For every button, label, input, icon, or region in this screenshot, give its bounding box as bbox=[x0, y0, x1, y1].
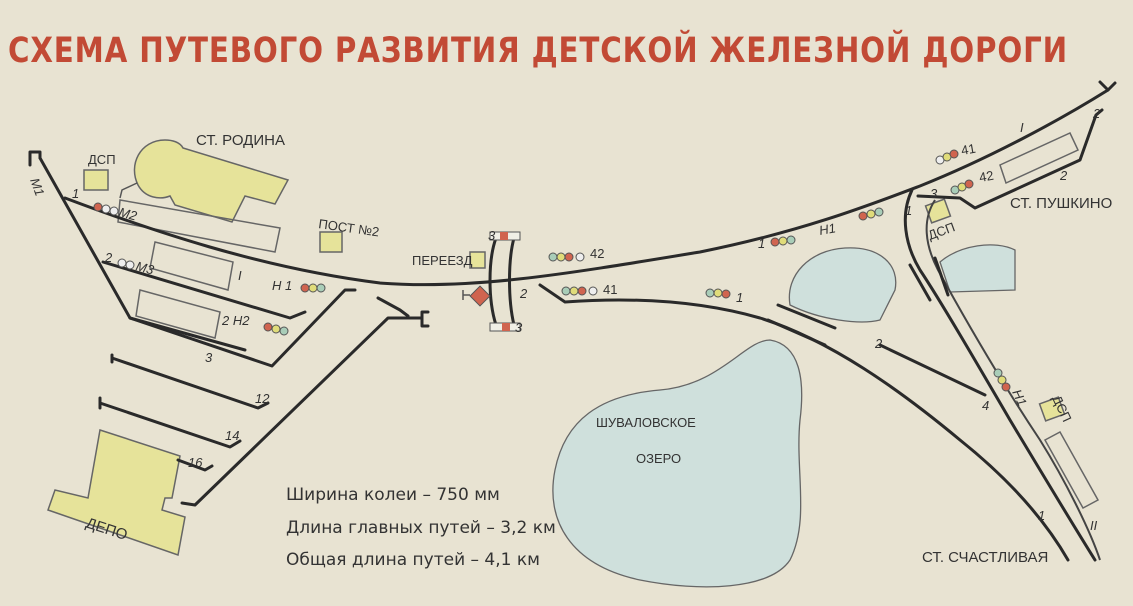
signal-42-label: 42 bbox=[590, 246, 604, 261]
main-track bbox=[63, 88, 1110, 287]
signal-m1-label: M1 bbox=[27, 176, 47, 198]
station-pushkino-label: СТ. ПУШКИНО bbox=[1010, 195, 1112, 212]
signal-41-label: 41 bbox=[603, 282, 617, 297]
signal-1-main-label: 1 bbox=[758, 236, 765, 251]
track-number-2-right: 2 bbox=[874, 336, 883, 351]
shuvalovskoye-lake bbox=[552, 339, 803, 588]
building-connector bbox=[119, 182, 138, 199]
track-number-1-pushkino: 1 bbox=[905, 203, 912, 218]
track-to-schastlivaya-1 bbox=[878, 343, 987, 397]
bumper-pushkino bbox=[1098, 80, 1117, 92]
signal-n1 bbox=[300, 283, 326, 293]
lake-name-line2: ОЗЕРО bbox=[636, 451, 681, 466]
pereezd-barrier-left bbox=[488, 236, 498, 327]
crossing-light-bottom bbox=[502, 323, 510, 331]
dsp-building-schastlivaya bbox=[1038, 396, 1066, 422]
signal-m2 bbox=[93, 202, 119, 216]
track-number-1: 1 bbox=[72, 186, 79, 201]
track-number-2: 2 bbox=[104, 250, 113, 265]
platform-schastlivaya bbox=[1043, 430, 1100, 510]
pushkino-track-2 bbox=[916, 108, 1104, 210]
depot-building bbox=[47, 429, 186, 556]
signal-41-pushkino-label: 41 bbox=[960, 141, 977, 158]
post2-building bbox=[319, 231, 343, 253]
signal-n1-label: H 1 bbox=[272, 278, 292, 293]
warning-sign-post bbox=[462, 290, 470, 300]
signal-n1-pushkino bbox=[858, 207, 884, 221]
branch-second-line bbox=[925, 199, 1101, 561]
track-3-rodina bbox=[128, 288, 357, 368]
signal-1-track2 bbox=[705, 288, 731, 299]
track-number-12: 12 bbox=[255, 391, 270, 406]
track-number-2-crossing: 2 bbox=[519, 286, 528, 301]
bumper-rodina-north bbox=[28, 150, 42, 167]
track-number-4: 4 bbox=[982, 398, 989, 413]
legend-gauge: Ширина колеи – 750 мм bbox=[286, 485, 500, 505]
crossing-number-bottom: 3 bbox=[515, 320, 523, 335]
rodina-station-building bbox=[133, 139, 290, 223]
small-lake-1 bbox=[788, 247, 897, 323]
track-number-2-pushkino: 2 bbox=[1059, 168, 1068, 183]
platform-2 bbox=[149, 241, 234, 291]
track-number-14: 14 bbox=[225, 428, 239, 443]
bridge-left bbox=[766, 303, 837, 347]
siding-near-pereezd bbox=[376, 296, 410, 318]
crossing-light-top bbox=[500, 232, 508, 240]
signal-m3-label: M3 bbox=[134, 258, 156, 277]
lake-name-line1: ШУВАЛОВСКОЕ bbox=[596, 415, 696, 430]
diagram-title: СХЕМА ПУТЕВОГО РАЗВИТИЯ ДЕТСКОЙ ЖЕЛЕЗНОЙ… bbox=[8, 29, 1068, 71]
signal-1-main bbox=[770, 235, 796, 247]
bridge-right bbox=[908, 256, 950, 302]
signal-m3 bbox=[117, 258, 135, 270]
signal-1-track2-label: 1 bbox=[736, 290, 743, 305]
signal-n2-label: 2 H2 bbox=[221, 313, 250, 328]
signal-n1-pushkino-label: H1 bbox=[818, 220, 837, 238]
track-16 bbox=[176, 458, 214, 472]
signal-n2 bbox=[263, 322, 289, 336]
depot-lead-track bbox=[180, 310, 430, 507]
track-number-I-pushkino: I bbox=[1020, 120, 1024, 135]
small-lake-2 bbox=[939, 244, 1016, 293]
track-number-3: 3 bbox=[205, 350, 213, 365]
signal-m2-label: M2 bbox=[117, 204, 139, 223]
pereezd-barrier-right bbox=[508, 236, 516, 327]
dsp-label-rodina: ДСП bbox=[88, 152, 116, 167]
station-rodina-label: СТ. РОДИНА bbox=[196, 132, 285, 149]
branch-to-schastlivaya bbox=[903, 188, 1097, 562]
track-12 bbox=[110, 353, 270, 410]
track-number-II-schastlivaya: II bbox=[1090, 518, 1098, 533]
legend-main-length: Длина главных путей – 3,2 км bbox=[286, 518, 556, 538]
signal-42 bbox=[548, 252, 585, 262]
pereezd-label: ПЕРЕЕЗД bbox=[412, 253, 473, 268]
signal-42-pushkino bbox=[950, 179, 974, 195]
platform-1 bbox=[117, 199, 281, 253]
pereezd-building bbox=[469, 251, 486, 269]
station-schastlivaya-label: СТ. СЧАСТЛИВАЯ bbox=[922, 549, 1048, 566]
signal-42-pushkino-label: 42 bbox=[978, 168, 995, 185]
signal-41 bbox=[561, 286, 598, 296]
signal-n1-schastlivaya bbox=[993, 368, 1011, 392]
track-2-loop bbox=[538, 283, 1070, 562]
signal-41-pushkino bbox=[935, 149, 959, 165]
track-number-3-pushkino: 3 bbox=[930, 186, 938, 201]
track-number-2-pushkino-end: 2 bbox=[1092, 106, 1101, 121]
track-2-rodina bbox=[101, 260, 307, 320]
track-number-I: I bbox=[238, 268, 242, 283]
legend-total-length: Общая длина путей – 4,1 км bbox=[286, 550, 540, 570]
dsp-label-pushkino: ДСП bbox=[926, 219, 957, 243]
signal-n1-schastlivaya-label: H1 bbox=[1009, 387, 1030, 408]
dsp-building-rodina bbox=[83, 169, 109, 191]
crossing-number-top: 3 bbox=[488, 228, 496, 243]
track-number-16: 16 bbox=[188, 455, 203, 470]
track-number-1-schastlivaya: 1 bbox=[1038, 508, 1045, 523]
platform-3 bbox=[135, 289, 221, 339]
platform-pushkino bbox=[999, 132, 1080, 185]
warning-sign-diamond bbox=[469, 285, 491, 307]
track-14 bbox=[98, 396, 242, 449]
